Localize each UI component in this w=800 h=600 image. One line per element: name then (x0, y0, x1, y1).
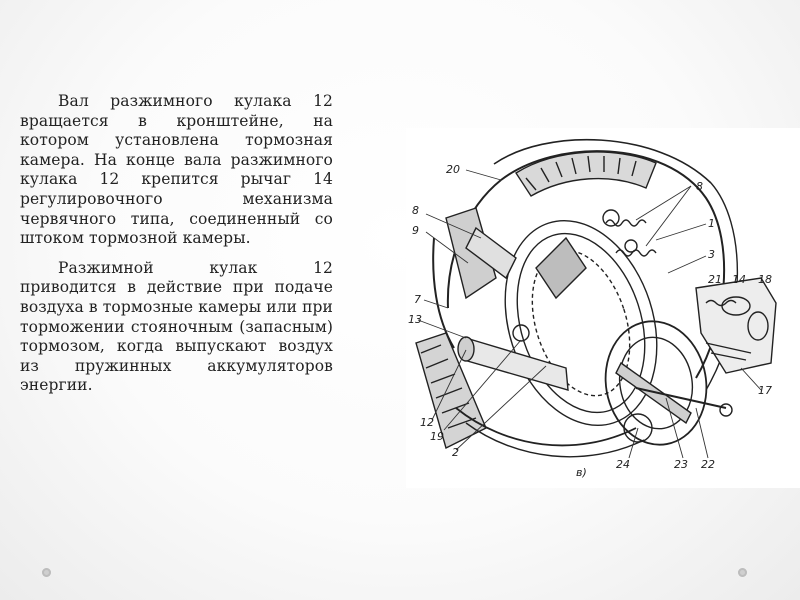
label-3: 3 (708, 248, 715, 261)
label-17: 17 (758, 384, 772, 397)
label-7: 7 (414, 293, 421, 306)
paragraph-1: Вал разжимного кулака 12 вращается в кро… (20, 92, 333, 248)
label-18: 18 (758, 273, 772, 286)
label-13: 13 (408, 313, 422, 326)
label-24: 24 (616, 458, 630, 471)
label-23: 23 (674, 458, 688, 471)
label-22: 22 (701, 458, 715, 471)
label-19: 19 (430, 430, 444, 443)
label-2: 2 (452, 446, 459, 459)
label-12: 12 (420, 416, 434, 429)
label-1: 1 (708, 217, 715, 230)
corner-dot-left (42, 568, 51, 577)
corner-dot-right (738, 568, 747, 577)
label-14: 14 (732, 273, 746, 286)
label-20: 20 (446, 163, 460, 176)
brake-mechanism-figure: 20 8 8 9 1 3 21 14 18 7 13 17 12 19 2 24… (406, 128, 800, 488)
paragraph-2: Разжимной кулак 12 приводится в действие… (20, 258, 333, 395)
label-8a: 8 (696, 180, 703, 193)
label-21: 21 (708, 273, 722, 286)
label-9: 9 (412, 224, 419, 237)
figure-caption: в) (576, 466, 587, 479)
label-8b: 8 (412, 204, 419, 217)
brake-drawing: 20 8 8 9 1 3 21 14 18 7 13 17 12 19 2 24… (408, 138, 777, 479)
description-text: Вал разжимного кулака 12 вращается в кро… (20, 92, 333, 406)
